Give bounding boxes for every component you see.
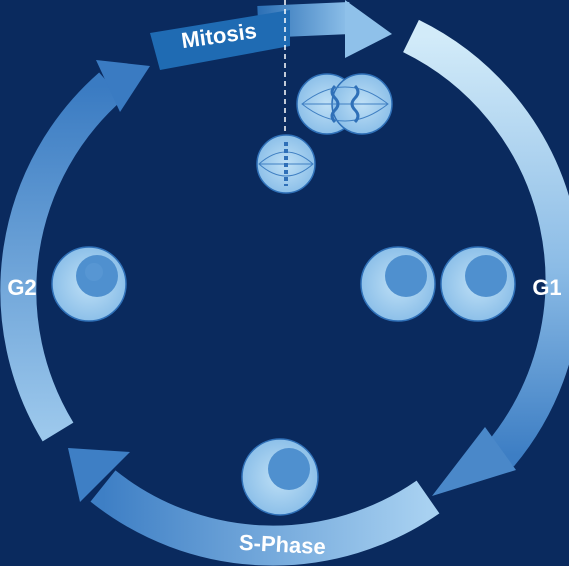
dividing-cell-icon (296, 73, 393, 135)
g1-arrow (403, 19, 569, 496)
g1-cell-left-icon (360, 246, 436, 322)
s-phase-cell-icon (241, 438, 319, 516)
spindle-cell-icon (256, 134, 316, 194)
g1-cell-right-icon (440, 246, 516, 322)
g1-label: G1 (532, 275, 561, 300)
g2-label: G2 (7, 275, 36, 300)
s-phase-arrow (68, 448, 440, 566)
s-phase-label: S-Phase (238, 530, 326, 560)
g2-cell-icon (51, 246, 127, 322)
mitosis-arrow (150, 0, 392, 70)
g2-arrow (0, 60, 150, 442)
